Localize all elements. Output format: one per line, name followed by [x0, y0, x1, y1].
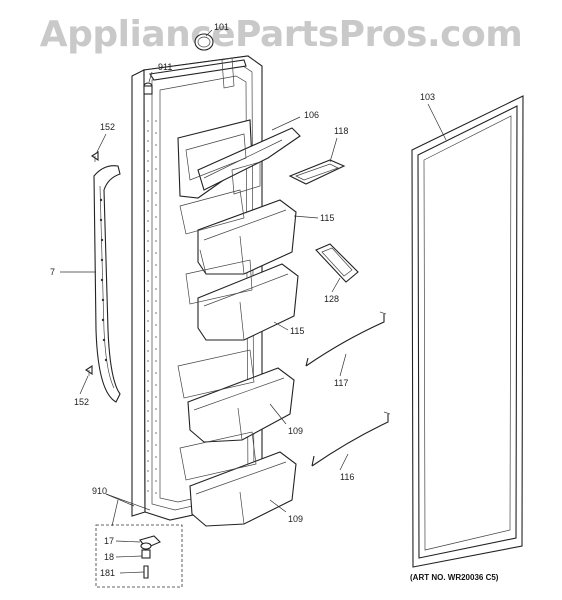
- callout-118: 118: [334, 126, 348, 136]
- callout-106: 106: [304, 110, 319, 120]
- callout-128: 128: [324, 294, 339, 304]
- callout-17: 17: [104, 536, 114, 546]
- leader-lines: [60, 29, 447, 574]
- callout-labels: 101 911 106 118 103 152 115 7 128 115 11…: [50, 22, 435, 578]
- callout-152-bottom: 152: [74, 397, 89, 407]
- callout-117: 117: [334, 378, 348, 388]
- callout-910: 910: [92, 486, 107, 496]
- callout-18: 18: [104, 552, 114, 562]
- handle-screw-bottom[interactable]: [85, 364, 93, 376]
- callout-152-top: 152: [100, 122, 115, 132]
- bin-retainer-bar-lower[interactable]: [311, 411, 391, 467]
- callout-109-upper: 109: [288, 426, 303, 436]
- bin-retainer-bar-upper[interactable]: [305, 311, 387, 367]
- art-number: (ART NO. WR20036 C5): [410, 573, 499, 582]
- callout-115-upper: 115: [320, 213, 334, 223]
- hinge-parts-group[interactable]: [95, 524, 183, 588]
- hinge-bushing[interactable]: [194, 33, 214, 51]
- callout-911: 911: [158, 62, 172, 72]
- dairy-compartment[interactable]: [177, 119, 301, 199]
- handle-screw-top[interactable]: [91, 150, 99, 162]
- door-bin-lower-bottom[interactable]: [179, 431, 297, 527]
- callout-115-lower: 115: [290, 326, 304, 336]
- callout-103: 103: [420, 92, 435, 102]
- door-gasket[interactable]: [411, 95, 524, 568]
- callout-181: 181: [100, 568, 115, 578]
- callout-109-lower: 109: [288, 514, 303, 524]
- door-bin-upper[interactable]: [179, 189, 297, 275]
- bin-divider[interactable]: [315, 243, 359, 283]
- callout-116: 116: [340, 472, 354, 482]
- hinge-pin-cap[interactable]: [143, 82, 153, 95]
- egg-tray[interactable]: [288, 159, 346, 185]
- callout-101: 101: [214, 22, 229, 32]
- door-bin-middle[interactable]: [185, 259, 299, 341]
- callout-7: 7: [50, 267, 55, 277]
- door-bin-lower-upper[interactable]: [177, 349, 295, 443]
- door-handle[interactable]: [93, 165, 121, 403]
